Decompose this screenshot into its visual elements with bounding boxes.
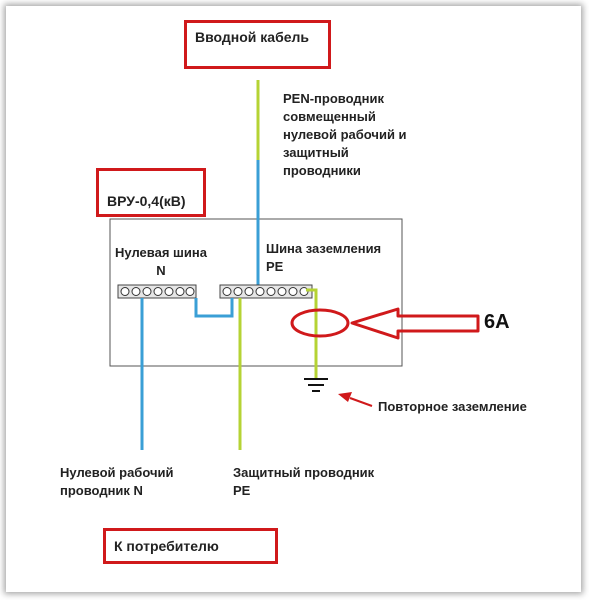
bus-jumper — [194, 298, 234, 318]
current-arrow-icon — [350, 307, 480, 340]
protective-conductor-label: Защитный проводник PE — [233, 465, 375, 498]
consumer-box: К потребителю — [103, 528, 278, 564]
repeat-ground-arrow-icon — [338, 392, 373, 407]
input-cable-label: Вводной кабель — [195, 29, 310, 45]
pen-conductor-label: PEN-проводник совмещенный нулевой рабочи… — [283, 91, 407, 178]
repeat-ground-wire — [306, 288, 318, 378]
neutral-bus — [117, 284, 197, 299]
current-label: 6А — [484, 311, 510, 333]
consumer-label: К потребителю — [114, 538, 219, 554]
neutral-conductor-label: Нулевой рабочий проводник N — [60, 465, 174, 498]
repeat-ground-label: Повторное заземление — [378, 399, 527, 414]
ground-bus-label: Шина заземления PE — [266, 241, 382, 274]
vru-label: ВРУ-0,4(кВ) — [107, 193, 186, 209]
current-ellipse — [290, 308, 350, 338]
neutral-bus-label: Нулевая шина N — [115, 245, 207, 278]
input-cable-box: Вводной кабель — [184, 20, 331, 69]
ground-symbol-icon — [304, 378, 328, 392]
vru-box: ВРУ-0,4(кВ) — [96, 168, 206, 217]
ground-bus — [219, 284, 313, 299]
